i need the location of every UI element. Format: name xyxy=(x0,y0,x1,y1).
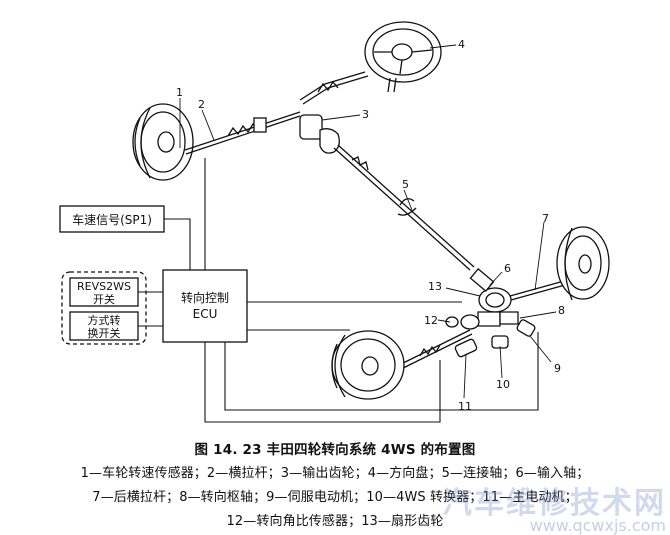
mode-switch-label-line1: 方式转 xyxy=(88,313,121,327)
switch-group-dashed xyxy=(61,271,147,345)
mode-switch-label-line2: 换开关 xyxy=(88,326,121,340)
callout-12: 12 xyxy=(424,314,438,327)
steering-wheel xyxy=(364,21,442,93)
callout-9: 9 xyxy=(554,362,561,375)
callout-10: 10 xyxy=(496,378,510,391)
front-left-wheel xyxy=(132,103,194,181)
callout-4: 4 xyxy=(458,38,465,51)
callout-lines xyxy=(179,44,557,399)
legend-line-2: 7—后横拉杆；8—转向枢轴；9—伺服电动机；10—4WS 转换器；11—主电动机… xyxy=(92,490,578,505)
callout-5: 5 xyxy=(402,178,409,191)
ecu-box xyxy=(162,269,248,343)
callout-3: 3 xyxy=(362,108,369,121)
wiring xyxy=(138,158,539,423)
watermark: 汽车维修技术网 www.qcwxjs.com xyxy=(442,478,666,535)
callout-11: 11 xyxy=(458,400,472,413)
rear-right-wheel xyxy=(556,226,610,301)
mode-switch-box xyxy=(69,311,139,341)
callout-2: 2 xyxy=(198,98,205,111)
revs-switch-box xyxy=(69,277,139,307)
output-gear xyxy=(299,114,340,154)
callout-13: 13 xyxy=(428,280,442,293)
connecting-shaft xyxy=(333,144,475,271)
legend-line-3: 12—转向角比传感器；13—扇形齿轮 xyxy=(226,514,444,529)
legend-line-1: 1—车轮转速传感器；2—横拉杆；3—输出齿轮；4—方向盘；5—连接轴；6—输入轴… xyxy=(80,466,590,481)
ecu-label-line1: 转向控制 xyxy=(181,290,229,305)
watermark-url: www.qcwxjs.com xyxy=(529,516,666,535)
speed-signal-box xyxy=(59,205,165,233)
watermark-text: 汽车维修技术网 xyxy=(442,486,666,521)
revs-switch-label-line2: 开关 xyxy=(93,292,115,306)
callout-6: 6 xyxy=(504,262,511,275)
figure-caption: 图 14. 23 丰田四轮转向系统 4WS 的布置图 xyxy=(194,442,476,458)
rear-left-wheel xyxy=(331,330,405,400)
callout-1: 1 xyxy=(176,86,183,99)
speed-signal-label: 车速信号(SP1) xyxy=(72,212,152,227)
ecu-label-line2: ECU xyxy=(193,307,218,321)
front-tie-rod xyxy=(184,71,369,155)
callout-8: 8 xyxy=(558,304,565,317)
callout-7: 7 xyxy=(542,212,549,225)
revs-switch-label-line1: REVS2WS xyxy=(77,280,131,293)
rear-steering-gearbox xyxy=(445,268,536,358)
